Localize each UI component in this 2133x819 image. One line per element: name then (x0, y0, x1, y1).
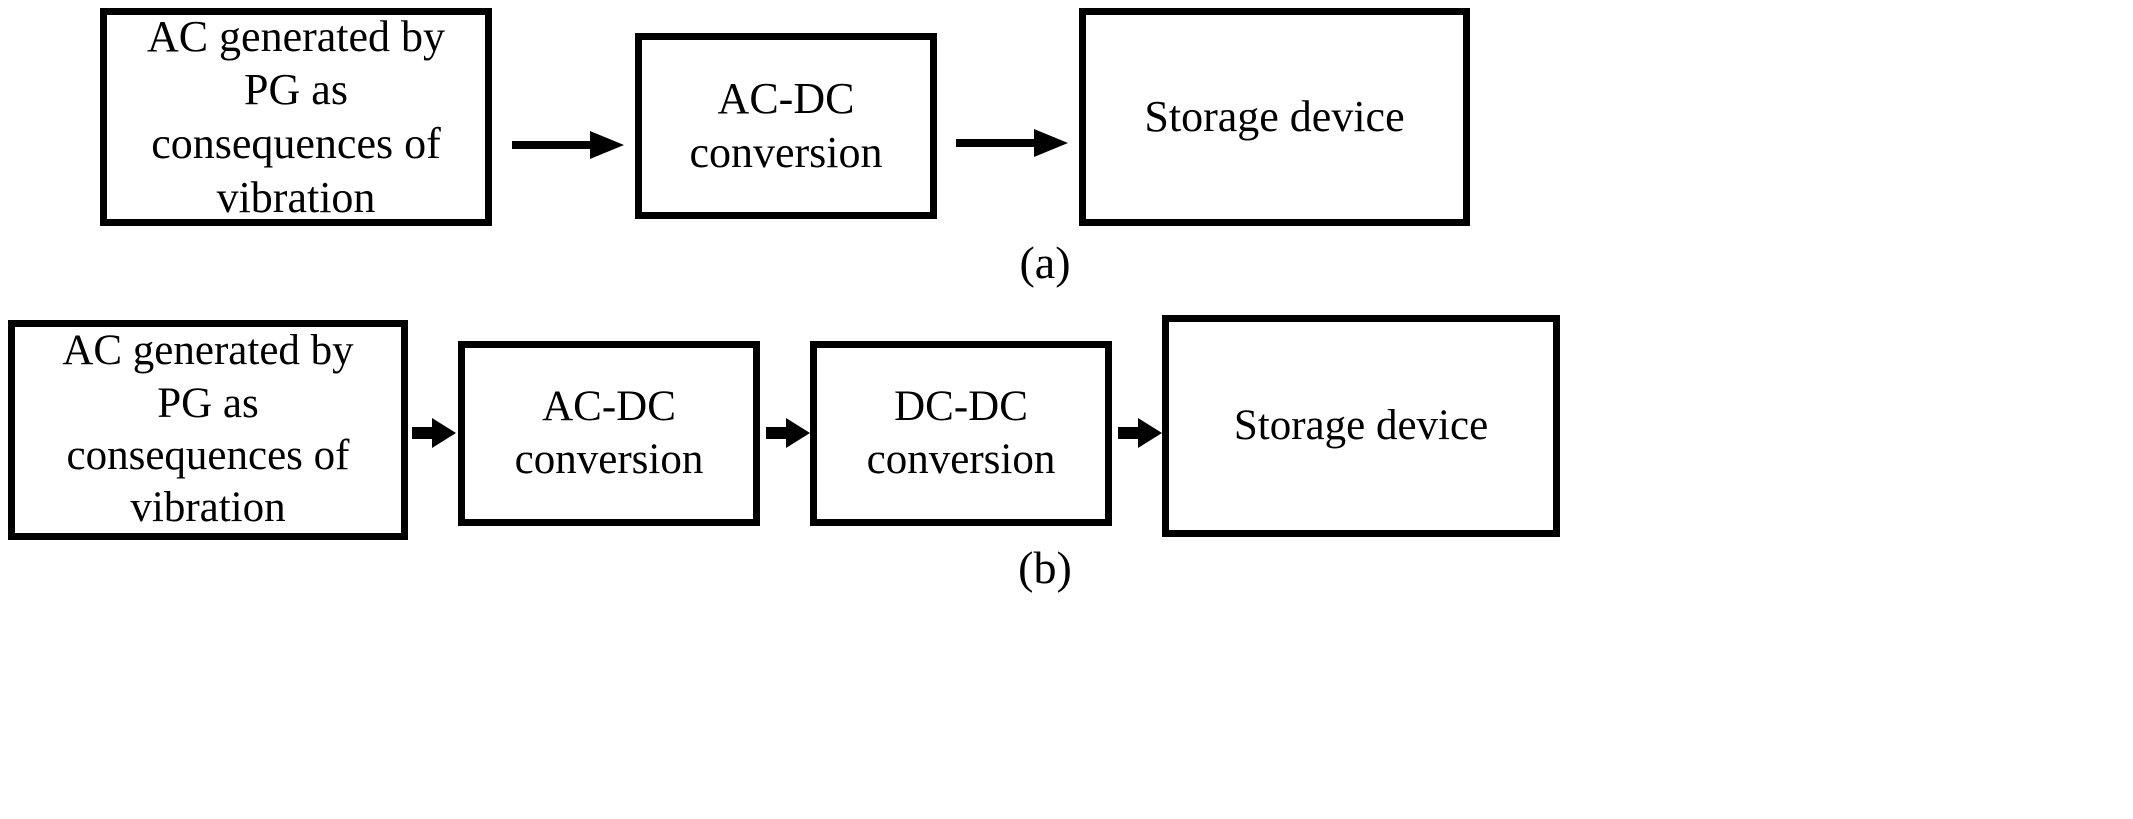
block-storage-device-b[interactable]: Storage device (1162, 315, 1560, 537)
block-label: Storage device (1144, 92, 1405, 142)
arrow-b1-to-b2 (412, 417, 456, 449)
block-label: AC-DC conversion (689, 74, 883, 177)
block-storage-device-a[interactable]: Storage device (1079, 8, 1470, 226)
block-label: DC-DC conversion (866, 383, 1056, 483)
block-label: AC-DC conversion (514, 383, 704, 483)
block-ac-generated-by-pg-a[interactable]: AC generated by PG as consequences of vi… (100, 8, 492, 226)
arrow-a2-to-a3 (956, 126, 1068, 160)
block-dc-dc-conversion-b[interactable]: DC-DC conversion (810, 341, 1112, 526)
block-label: Storage device (1233, 401, 1489, 449)
subfigure-caption-a: (a) (1019, 237, 1071, 288)
block-ac-dc-conversion-b[interactable]: AC-DC conversion (458, 341, 760, 526)
arrow-b3-to-b4 (1118, 417, 1162, 449)
arrow-a1-to-a2 (512, 128, 624, 162)
arrow-b2-to-b3 (766, 417, 810, 449)
block-label: AC generated by PG as consequences of vi… (146, 11, 446, 222)
subfigure-caption-b: (b) (1018, 542, 1072, 593)
block-ac-dc-conversion-a[interactable]: AC-DC conversion (635, 33, 937, 219)
block-label: AC generated by PG as consequences of vi… (62, 327, 354, 532)
block-ac-generated-by-pg-b[interactable]: AC generated by PG as consequences of vi… (8, 320, 408, 540)
